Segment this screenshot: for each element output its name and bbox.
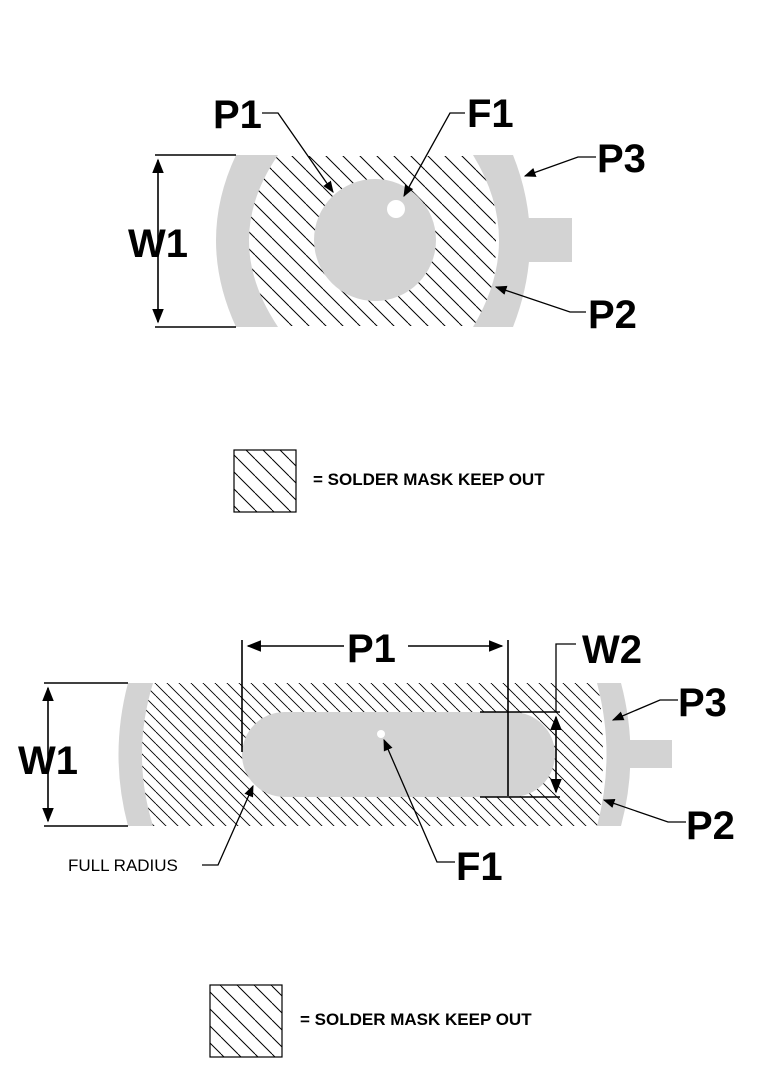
top-fiducial-hole bbox=[387, 200, 405, 218]
bottom-label-w1: W1 bbox=[18, 739, 78, 783]
top-right-arc-pad bbox=[473, 155, 530, 327]
top-ring-tab bbox=[520, 218, 572, 262]
bottom-diagram: P1 W2 W1 P3 P2 F1 FULL RADIUS = SOLDER M… bbox=[18, 627, 735, 1058]
bottom-label-full-radius: FULL RADIUS bbox=[68, 856, 178, 875]
top-label-f1: F1 bbox=[467, 92, 514, 136]
bottom-label-w2: W2 bbox=[582, 628, 642, 672]
bottom-label-p2: P2 bbox=[686, 804, 735, 848]
bottom-label-p1: P1 bbox=[347, 627, 396, 671]
bottom-legend-swatch bbox=[209, 984, 283, 1058]
bottom-fiducial-hole bbox=[377, 730, 385, 738]
top-diagram: P1 F1 P3 W1 P2 = SOLDER MASK KEEP OUT bbox=[128, 92, 646, 513]
bottom-obround-pad bbox=[242, 712, 555, 797]
top-legend-text: = SOLDER MASK KEEP OUT bbox=[313, 470, 545, 489]
bottom-label-p3: P3 bbox=[678, 681, 727, 725]
bottom-label-f1: F1 bbox=[456, 845, 503, 889]
top-label-p2: P2 bbox=[588, 293, 637, 337]
bottom-left-arc-pad bbox=[118, 683, 153, 826]
top-left-arc-pad bbox=[216, 155, 278, 327]
bottom-ring-tab bbox=[630, 740, 672, 768]
top-legend-swatch bbox=[233, 449, 297, 513]
top-label-p3: P3 bbox=[597, 137, 646, 181]
top-label-w1: W1 bbox=[128, 222, 188, 266]
top-circular-pad bbox=[314, 179, 436, 301]
top-label-p1: P1 bbox=[213, 93, 262, 137]
bottom-legend-text: = SOLDER MASK KEEP OUT bbox=[300, 1010, 532, 1029]
